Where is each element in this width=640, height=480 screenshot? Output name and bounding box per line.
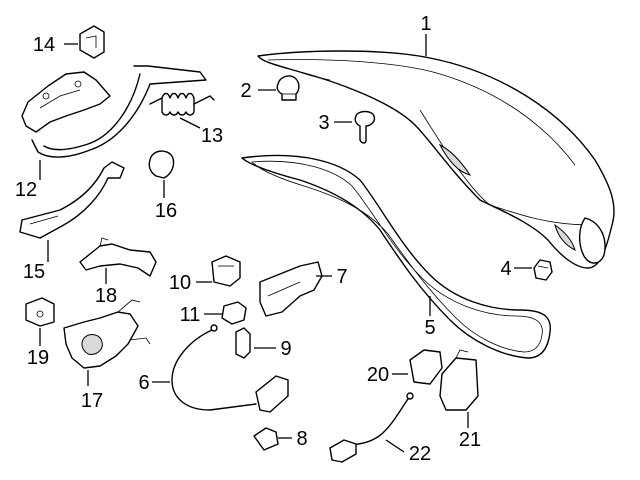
part-module-20 <box>409 349 443 385</box>
part-clip-14 <box>79 25 105 59</box>
callout-15: 15 <box>23 261 45 283</box>
part-cable-22 <box>329 392 414 463</box>
part-bumper <box>533 259 553 281</box>
part-cover <box>259 261 323 317</box>
callout-2: 2 <box>240 80 251 102</box>
callout-20: 20 <box>367 364 389 386</box>
part-latch <box>63 299 151 369</box>
part-hinge <box>21 65 207 158</box>
callout-leaders <box>39 34 532 453</box>
callout-4: 4 <box>500 258 511 280</box>
part-housing <box>439 349 479 411</box>
callout-12: 12 <box>15 179 37 201</box>
part-trunk-lid <box>257 50 615 269</box>
part-spring <box>149 92 215 116</box>
callout-11: 11 <box>180 304 201 326</box>
callout-18: 18 <box>95 285 117 307</box>
callout-5: 5 <box>424 317 435 339</box>
callout-1: 1 <box>420 13 431 35</box>
part-clip-8 <box>253 427 279 451</box>
part-bracket-18 <box>79 237 157 277</box>
part-bumper-16 <box>148 150 175 179</box>
part-bumper-stop <box>276 75 300 101</box>
part-bolt <box>235 327 251 359</box>
callout-3: 3 <box>318 112 329 134</box>
callout-8: 8 <box>296 428 307 450</box>
callout-13: 13 <box>201 125 223 147</box>
callout-6: 6 <box>138 372 149 394</box>
callout-22: 22 <box>409 443 431 465</box>
part-clip-19 <box>25 297 55 327</box>
callout-21: 21 <box>459 429 481 451</box>
callout-7: 7 <box>336 266 347 288</box>
part-switch <box>221 301 247 325</box>
part-release-cable <box>171 324 289 413</box>
callout-10: 10 <box>169 272 191 294</box>
callout-17: 17 <box>81 390 103 412</box>
part-actuator <box>211 255 241 287</box>
callout-9: 9 <box>280 338 291 360</box>
callout-16: 16 <box>155 200 177 222</box>
part-push-clip <box>354 110 376 144</box>
callout-19: 19 <box>27 347 49 369</box>
part-weatherstrip <box>241 154 552 359</box>
callout-labels: 1 2 3 4 5 6 7 8 9 10 11 12 13 14 15 16 1… <box>15 13 512 465</box>
callout-14: 14 <box>33 34 55 56</box>
part-trim-15 <box>19 161 125 239</box>
